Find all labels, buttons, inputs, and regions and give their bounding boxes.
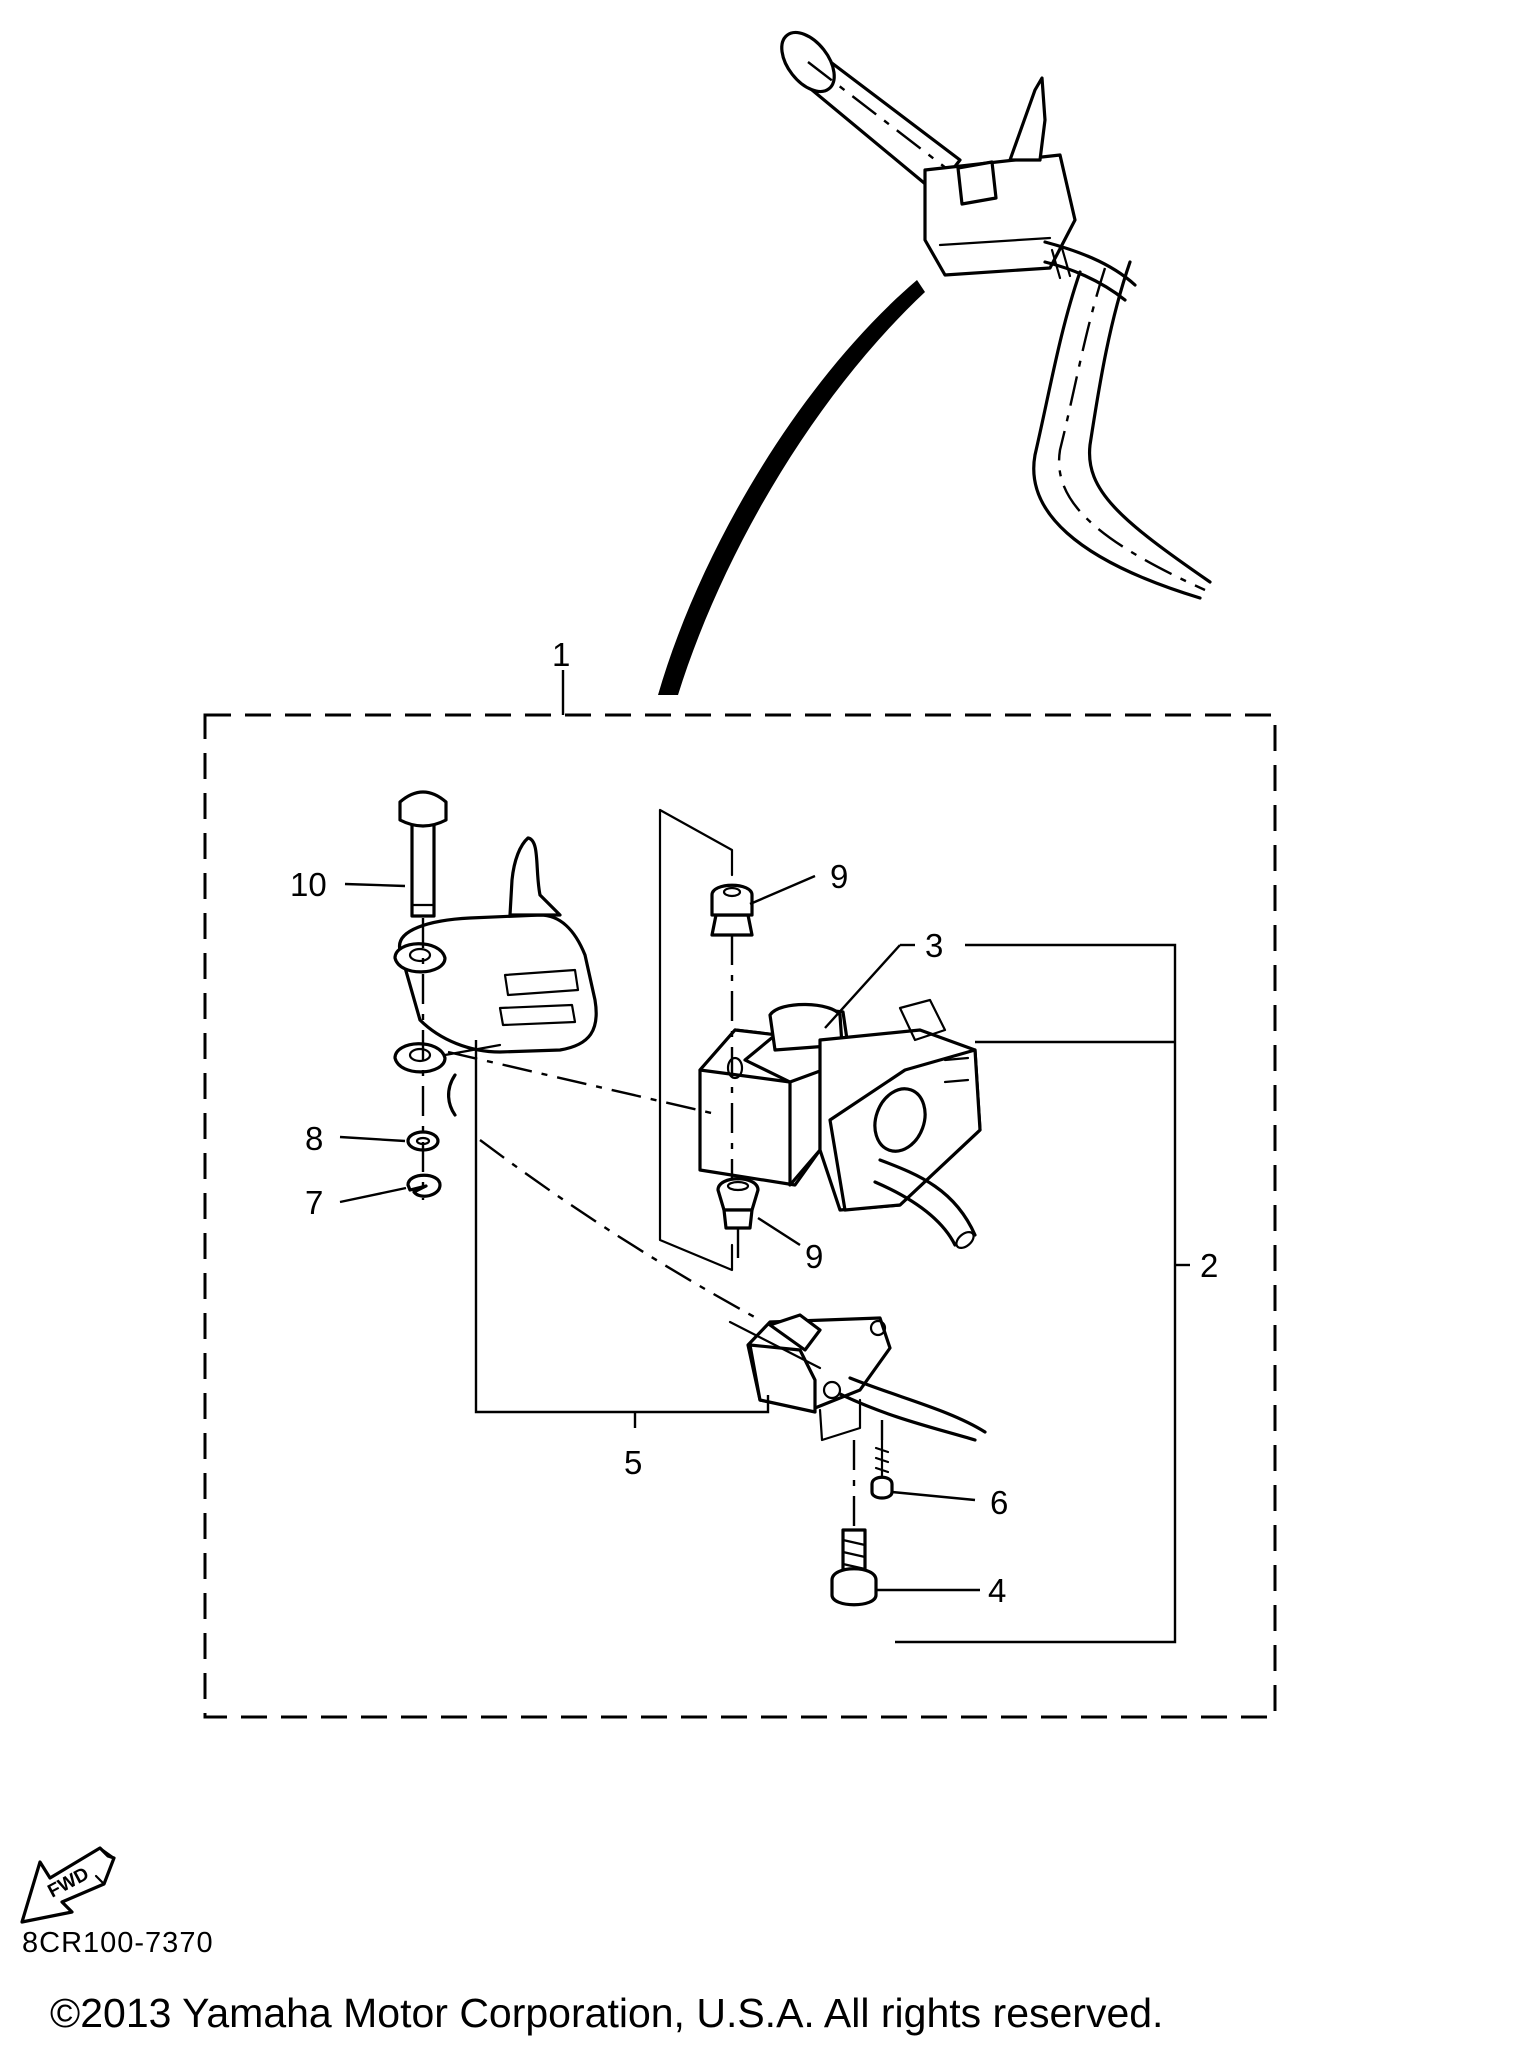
callout-3: 3 xyxy=(925,927,943,964)
callout-1: 1 xyxy=(552,636,570,673)
mount-bracket xyxy=(658,808,734,1272)
callout-10: 10 xyxy=(290,866,327,903)
leader-lines xyxy=(339,874,1190,1644)
callout-4: 4 xyxy=(988,1572,1006,1609)
fwd-arrow-icon: FWD xyxy=(20,1846,116,1924)
callout-9-upper: 9 xyxy=(830,858,848,895)
callout-labels: 1 2 3 4 5 6 7 8 9 9 10 xyxy=(290,636,1218,1609)
copyright-notice: ©2013 Yamaha Motor Corporation, U.S.A. A… xyxy=(50,1990,1164,2036)
handlebar-assembly xyxy=(780,30,1212,600)
callout-6: 6 xyxy=(990,1484,1008,1521)
connector-curve xyxy=(658,280,925,695)
grommet-lower-part-9 xyxy=(716,1177,760,1230)
grommet-upper-part-9 xyxy=(710,883,754,937)
drawing-code: 8CR100-7370 xyxy=(22,1927,214,1959)
bolt-part-4 xyxy=(830,1528,878,1607)
callout-8: 8 xyxy=(305,1120,323,1157)
assembly-centerlines xyxy=(421,918,884,1530)
callout-7: 7 xyxy=(305,1184,323,1221)
pin-part-10 xyxy=(398,790,448,918)
switch-box-part-3 xyxy=(698,998,982,1250)
callout-2: 2 xyxy=(1200,1247,1218,1284)
throttle-lever xyxy=(393,836,598,1117)
throttle-sensor-part-5 xyxy=(728,1313,987,1442)
callout-9-lower: 9 xyxy=(805,1238,823,1275)
screw-part-6 xyxy=(870,1438,894,1500)
callout-5: 5 xyxy=(624,1444,642,1481)
kit-boundary xyxy=(203,713,1277,1719)
